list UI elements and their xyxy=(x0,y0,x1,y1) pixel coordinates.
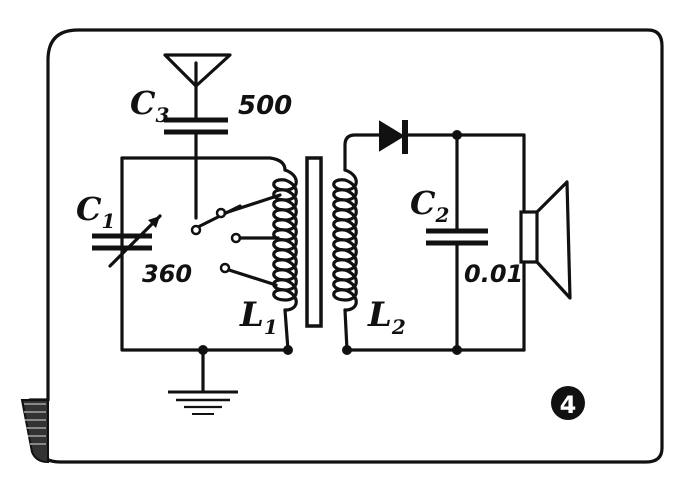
right-loop-wiring xyxy=(342,130,526,355)
coil-l1 xyxy=(272,168,298,352)
diode xyxy=(379,120,526,154)
capacitor-c1 xyxy=(92,214,162,268)
l1-symbol: L1 xyxy=(239,295,278,339)
l2-symbol: L2 xyxy=(367,295,406,339)
c2-value: 0.01 xyxy=(464,260,523,288)
c3-value: 500 xyxy=(238,91,292,121)
page-frame xyxy=(20,28,664,464)
c2-symbol: C2 xyxy=(410,184,449,227)
capacitor-c3 xyxy=(164,117,228,220)
ground-symbol xyxy=(168,348,238,415)
tap-switch xyxy=(190,193,282,287)
c1-value: 360 xyxy=(142,260,192,288)
coil-l2 xyxy=(332,133,382,352)
figure-number-badge: 4 xyxy=(551,386,585,420)
c1-symbol: C1 xyxy=(76,190,115,233)
antenna xyxy=(163,53,232,122)
ferrite-core xyxy=(305,156,323,328)
speaker-icon xyxy=(519,180,572,300)
capacitor-c2 xyxy=(426,228,488,246)
c3-symbol: C3 xyxy=(130,84,169,127)
figure-number: 4 xyxy=(560,391,577,419)
